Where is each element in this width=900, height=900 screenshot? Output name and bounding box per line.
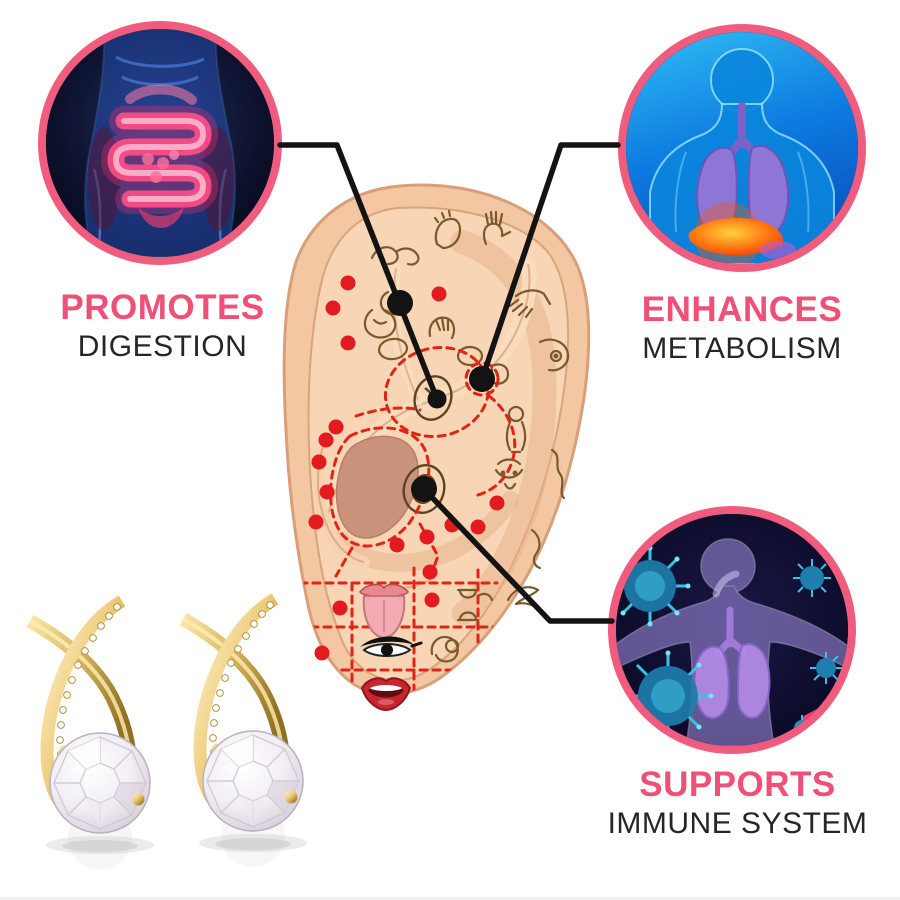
- ear-reflexology-map: [282, 183, 591, 712]
- glowing-liver: [688, 202, 796, 264]
- metabolism-subtitle: METABOLISM: [642, 332, 842, 366]
- metabolism-title: ENHANCES: [641, 290, 843, 329]
- acupoint-dots: [308, 275, 505, 661]
- metabolism-body-photo: [626, 32, 858, 264]
- metabolism-connector: [479, 142, 621, 382]
- earrings-product-photo: [30, 599, 307, 869]
- metabolism-caption: ENHANCES METABOLISM: [592, 290, 892, 366]
- acupoint-markers: [387, 290, 495, 502]
- lips-icon: [360, 677, 412, 712]
- immune-system-photo: [616, 514, 848, 746]
- bright-lungs: [693, 643, 771, 719]
- digestion-photo-circle: [38, 21, 282, 265]
- digestion-caption: PROMOTES DIGESTION: [10, 288, 315, 364]
- digestion-subtitle: DIGESTION: [77, 330, 248, 364]
- immune-caption: SUPPORTS IMMUNE SYSTEM: [580, 765, 895, 841]
- purple-lungs: [696, 145, 790, 237]
- concha-zone: [335, 435, 419, 539]
- immune-title: SUPPORTS: [639, 765, 836, 804]
- tongue-icon: [359, 583, 409, 640]
- immune-connector: [421, 486, 615, 624]
- virus-particles: [616, 545, 842, 742]
- immune-subtitle: IMMUNE SYSTEM: [607, 807, 868, 841]
- digestion-title: PROMOTES: [60, 288, 265, 327]
- metabolism-photo-circle: [618, 24, 866, 272]
- blue-body: [649, 48, 835, 264]
- eye-icon: [360, 636, 423, 657]
- digestive-system-photo: [46, 29, 274, 257]
- immune-photo-circle: [608, 506, 856, 754]
- glowing-intestines: [100, 106, 219, 214]
- page-edge-strip: [0, 897, 900, 900]
